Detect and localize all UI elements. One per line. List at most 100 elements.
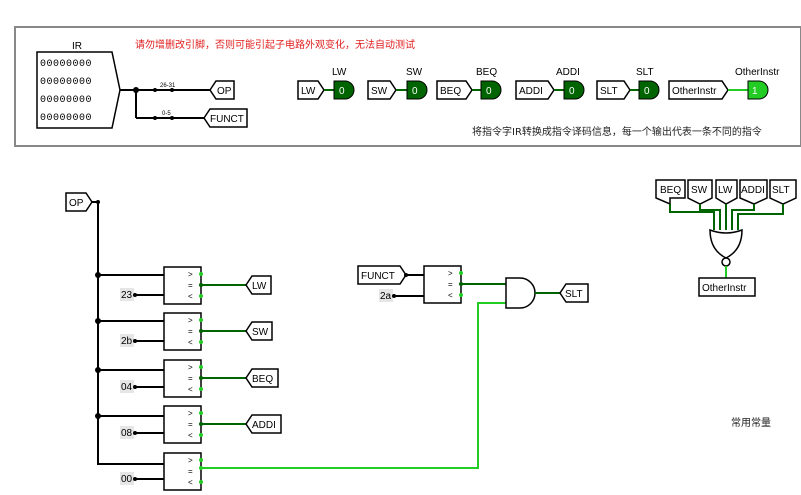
const-2b-bg bbox=[120, 334, 134, 347]
output-beq: BEQ BEQ 0 bbox=[436, 67, 502, 100]
svg-text:=: = bbox=[188, 420, 193, 429]
const-23-bg bbox=[120, 288, 134, 301]
svg-text:=: = bbox=[448, 280, 453, 289]
funct-tunnel-top[interactable]: FUNCT bbox=[203, 108, 248, 128]
svg-text:SLT: SLT bbox=[565, 289, 583, 300]
op-tunnel[interactable]: OP bbox=[65, 192, 93, 212]
const-08-bg bbox=[120, 426, 134, 439]
comparator-funct[interactable]: > = < bbox=[423, 265, 463, 304]
comparator-beq[interactable]: > = < bbox=[163, 359, 203, 398]
svg-text:OtherInstr: OtherInstr bbox=[672, 86, 717, 97]
and-gate[interactable] bbox=[505, 277, 536, 309]
svg-text:>: > bbox=[188, 409, 193, 418]
svg-text:0: 0 bbox=[486, 86, 492, 97]
rtype-to-and-wire bbox=[201, 302, 506, 469]
svg-text:0: 0 bbox=[339, 86, 345, 97]
ir-label: IR bbox=[72, 41, 82, 52]
ir-row-2: 00000000 bbox=[40, 95, 92, 106]
beq-tunnel[interactable]: BEQ bbox=[245, 368, 279, 388]
split-label-funct: 0-5 bbox=[162, 111, 171, 117]
svg-text:SW: SW bbox=[691, 185, 708, 196]
svg-text:=: = bbox=[188, 327, 193, 336]
const-04: 04 bbox=[121, 382, 133, 393]
svg-text:>: > bbox=[188, 316, 193, 325]
svg-text:<: < bbox=[188, 385, 193, 394]
svg-text:<: < bbox=[188, 338, 193, 347]
ir-input-pin[interactable]: 00000000 00000000 00000000 00000000 bbox=[36, 51, 121, 129]
svg-text:>: > bbox=[188, 270, 193, 279]
svg-text:=: = bbox=[188, 467, 193, 476]
led-beq bbox=[480, 80, 502, 100]
otherinstr-tunnel[interactable]: OtherInstr bbox=[698, 277, 756, 297]
svg-text:ADDI: ADDI bbox=[741, 185, 765, 196]
comparator-sw[interactable]: > = < bbox=[163, 312, 203, 351]
nor-input-slt[interactable]: SLT bbox=[769, 179, 797, 205]
const-2a-bg bbox=[379, 289, 393, 302]
svg-text:0: 0 bbox=[569, 86, 575, 97]
svg-text:ADDI: ADDI bbox=[252, 420, 276, 431]
svg-text:SW: SW bbox=[406, 67, 423, 78]
output-otherinstr: OtherInstr OtherInstr 1 bbox=[668, 67, 780, 100]
lw-tunnel[interactable]: LW bbox=[245, 275, 272, 295]
nor-input-sw[interactable]: SW bbox=[687, 179, 713, 205]
const-04-bg bbox=[120, 380, 134, 393]
svg-text:0: 0 bbox=[412, 86, 418, 97]
output-sw: SW SW 0 bbox=[367, 67, 428, 100]
svg-text:<: < bbox=[188, 478, 193, 487]
svg-text:>: > bbox=[448, 269, 453, 278]
svg-text:0: 0 bbox=[644, 86, 650, 97]
ir-row-1: 00000000 bbox=[40, 77, 92, 88]
svg-text:FUNCT: FUNCT bbox=[361, 271, 395, 282]
output-slt: SLT SLT 0 bbox=[596, 67, 660, 100]
const-08: 08 bbox=[121, 428, 133, 439]
svg-text:SW: SW bbox=[371, 86, 388, 97]
svg-text:OP: OP bbox=[217, 86, 232, 97]
comparator-addi[interactable]: > = < bbox=[163, 405, 203, 444]
nor-input-lw[interactable]: LW bbox=[715, 179, 738, 205]
svg-text:=: = bbox=[188, 281, 193, 290]
ir-splitter: 26-31 0-5 bbox=[120, 83, 210, 120]
const-00: 00 bbox=[121, 474, 133, 485]
svg-text:OtherInstr: OtherInstr bbox=[702, 283, 747, 294]
funct-tunnel[interactable]: FUNCT bbox=[357, 265, 407, 285]
led-slt bbox=[638, 80, 660, 100]
ir-row-3: 00000000 bbox=[40, 113, 92, 124]
led-sw bbox=[406, 80, 428, 100]
svg-text:ADDI: ADDI bbox=[519, 86, 543, 97]
svg-text:BEQ: BEQ bbox=[660, 185, 681, 196]
common-constants-label: 常用常量 bbox=[731, 416, 771, 429]
sw-tunnel[interactable]: SW bbox=[245, 321, 273, 341]
svg-text:SLT: SLT bbox=[772, 185, 790, 196]
const-00-bg bbox=[120, 472, 134, 485]
slt-tunnel[interactable]: SLT bbox=[559, 283, 589, 303]
led-otherinstr bbox=[747, 80, 769, 100]
svg-text:BEQ: BEQ bbox=[476, 67, 497, 78]
svg-text:LW: LW bbox=[332, 67, 347, 78]
svg-text:>: > bbox=[188, 456, 193, 465]
svg-text:LW: LW bbox=[252, 281, 267, 292]
svg-text:BEQ: BEQ bbox=[252, 374, 273, 385]
svg-text:<: < bbox=[188, 292, 193, 301]
nor-input-beq[interactable]: BEQ bbox=[655, 179, 686, 206]
op-tunnel-top[interactable]: OP bbox=[209, 80, 235, 100]
nor-gate[interactable] bbox=[709, 228, 743, 267]
warning-text: 请勿增删改引脚，否则可能引起子电路外观变化，无法自动测试 bbox=[135, 38, 415, 51]
nor-wires bbox=[669, 204, 784, 230]
split-label-op: 26-31 bbox=[160, 83, 176, 89]
svg-text:>: > bbox=[188, 363, 193, 372]
svg-text:OP: OP bbox=[69, 198, 84, 209]
comparator-lw[interactable]: > = < bbox=[163, 266, 203, 305]
svg-text:BEQ: BEQ bbox=[440, 86, 461, 97]
svg-text:=: = bbox=[188, 374, 193, 383]
description-text: 将指令字IR转换成指令译码信息，每一个输出代表一条不同的指令 bbox=[472, 125, 762, 138]
svg-text:OtherInstr: OtherInstr bbox=[735, 67, 780, 78]
addi-tunnel[interactable]: ADDI bbox=[245, 414, 282, 434]
output-addi: ADDI ADDI 0 bbox=[515, 67, 585, 100]
nor-input-addi[interactable]: ADDI bbox=[739, 179, 768, 205]
svg-text:ADDI: ADDI bbox=[556, 67, 580, 78]
svg-text:1: 1 bbox=[752, 86, 758, 97]
comparator-rtype[interactable]: > = < bbox=[163, 452, 203, 491]
svg-text:SLT: SLT bbox=[636, 67, 654, 78]
const-2b: 2b bbox=[121, 336, 133, 347]
